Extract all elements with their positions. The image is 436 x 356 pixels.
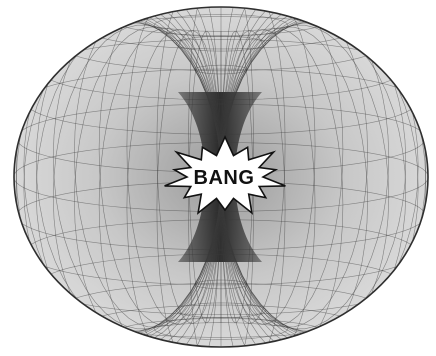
bang-label: BANG [194,167,255,189]
